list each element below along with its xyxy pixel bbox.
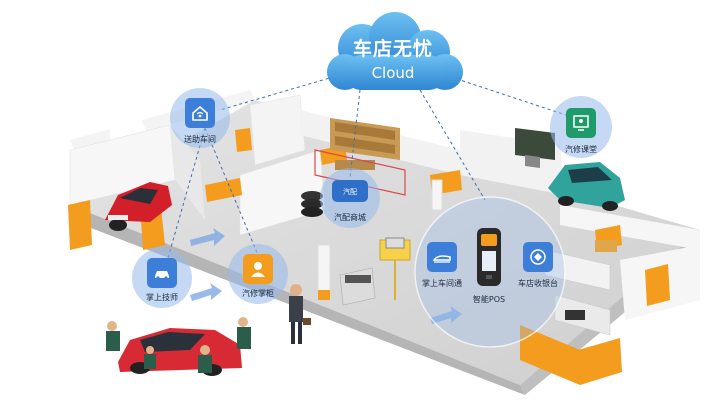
car-outline-icon (427, 242, 457, 272)
node-label: 汽修掌柜 (242, 289, 274, 298)
building-walls (68, 90, 700, 385)
node-label: 掌上车间通 (422, 279, 462, 288)
pos-device-icon (477, 228, 501, 286)
car-wrench-icon (147, 258, 177, 288)
tire-stack (301, 191, 323, 217)
node-label: 汽配商城 (334, 213, 366, 222)
node-label: 智能POS (472, 295, 506, 304)
cashier-counter (544, 240, 617, 336)
classroom-area (515, 128, 555, 168)
floor-arrows (190, 228, 462, 324)
cloud-title: 车店无忧 (352, 38, 433, 60)
home-wifi-icon (185, 98, 215, 128)
red-car-garage (105, 182, 172, 231)
node-label: 掌上技师 (146, 293, 178, 302)
parts-shelving (330, 118, 400, 170)
red-display-frame (314, 149, 406, 196)
mechanics-red-car (106, 317, 251, 376)
parts-store-logo-icon: 汽配 (332, 180, 368, 202)
cloud-shape (327, 12, 463, 90)
businessman-figure (289, 284, 311, 344)
classroom-board-icon (566, 108, 596, 138)
green-car (548, 162, 625, 211)
cashier-diamond-icon (523, 242, 553, 272)
reception-printer (339, 237, 411, 306)
svg-text:汽配: 汽配 (343, 187, 357, 196)
cloud-subtitle: Cloud (371, 64, 415, 82)
manager-avatar-icon (243, 254, 273, 284)
node-label: 汽修课堂 (565, 145, 597, 154)
node-label: 送助车间 (184, 135, 216, 144)
node-label: 车店收银台 (518, 279, 558, 288)
